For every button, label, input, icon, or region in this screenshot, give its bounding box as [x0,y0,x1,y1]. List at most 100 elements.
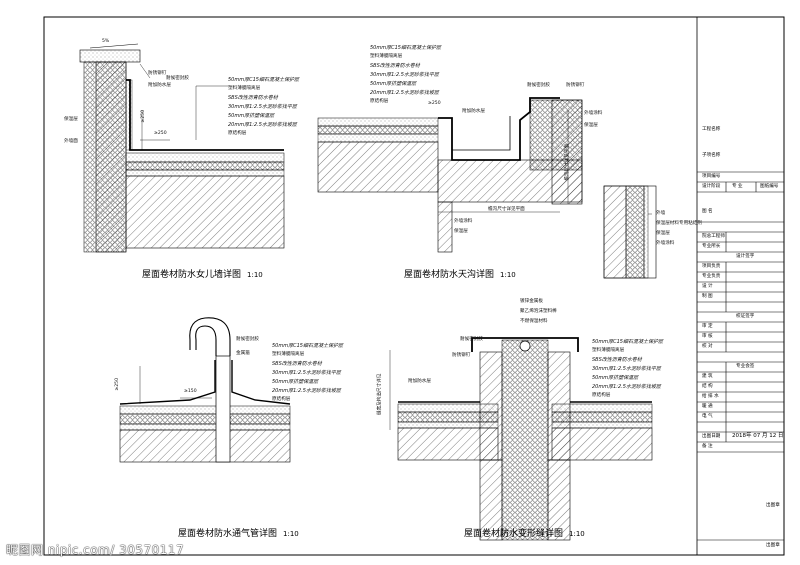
wall-label: 外墙涂料 [656,241,675,246]
slope-label: 5% [102,39,110,44]
left-label: 保温层 [64,117,78,122]
layer-label: 50mm厚C15细石混凝土保护层 [370,45,441,51]
callout: 防锈铆钉 [566,83,585,88]
layer-label: 原结构层 [228,131,247,136]
layer-label: 50mm厚挤塑保温层 [592,375,639,381]
wall-label: 外墙 [656,211,666,216]
tb-electrical: 电 气 [702,414,713,419]
title-block [697,171,784,541]
parapet-detail [79,43,285,253]
tb-check-sign: 校证签字 [736,314,755,319]
tb-drawing-name: 图 名 [702,209,713,214]
layer-label: 30mm厚1:2.5水泥砂浆找平层 [272,370,341,376]
callout: 防锈铆钉 [148,71,167,76]
layer-label: 50mm厚C15细石混凝土保护层 [592,339,663,345]
tb-architecture: 建 筑 [702,374,713,379]
left-label: 外墙面 [64,139,78,144]
layer-label: 塑料薄膜隔离层 [370,54,403,59]
layer-label: 50mm厚C15细石混凝土保护层 [228,77,299,83]
tb-stamp2: 出图章 [766,543,780,548]
side-label: 缝宽及构造尺寸详见 [377,373,383,415]
layer-label: 30mm厚1:2.5水泥砂浆找平层 [592,366,661,372]
layer-label: 50mm厚C15细石混凝土保护层 [272,343,343,349]
callout: 耐候密封胶 [460,337,483,342]
tb-proof: 校 对 [702,344,713,349]
tb-review: 审 核 [702,334,713,339]
bottom-label: 外墙涂料 [454,219,473,224]
layer-label: 30mm厚1:2.5水泥砂浆找平层 [228,104,297,110]
layer-label: 塑料薄膜隔离层 [592,348,625,353]
layer-label: 塑料薄膜隔离层 [272,352,305,357]
layer-label: 20mm厚1:2.5水泥砂浆找坡层 [228,122,297,128]
wall-label: 保温层材料专用粘结剂 [656,221,702,226]
callout: 不燃保温材料 [520,319,548,324]
tb-design-phase: 设计阶段 [702,184,721,189]
tb-issue-date-label: 出图日期 [702,434,721,439]
callout: 附加防水层 [462,109,485,114]
right-label: 外墙涂料 [584,111,603,116]
tb-draft: 制 图 [702,294,713,299]
layer-label: 30mm厚1:2.5水泥砂浆找平层 [370,72,439,78]
tb-plumbing: 给 排 水 [702,394,719,399]
callout: 耐候密封胶 [236,337,259,342]
callout: 附加防水层 [148,83,171,88]
tb-drawing-no: 图纸编号 [760,184,779,189]
dim-label: 檐沟尺寸详见平面 [488,207,525,212]
dim-label: ≥250 [141,109,147,123]
layer-label: 原结构层 [592,393,611,398]
vent-detail [119,317,291,463]
tb-discipline: 专 业 [732,184,743,189]
right-label: 保温层 [584,123,598,128]
joint-detail [389,337,653,541]
tb-project-lead: 项目负责 [702,264,721,269]
tb-issue-date: 2018年 07 月 12 日 [732,433,784,439]
tb-hvac: 暖 通 [702,404,713,409]
tb-specialist: 专业所长 [702,244,721,249]
tb-project-name: 工程名称 [702,127,721,132]
watermark: 昵图网 nipic.com/ 30570117 [6,543,185,557]
layer-label: SBS改性沥青防水卷材 [592,357,642,363]
tb-chief-engineer: 院总工程师 [702,234,725,239]
layer-label: 原结构层 [272,397,291,402]
layer-label: SBS改性沥青防水卷材 [228,95,278,101]
tb-remarks: 备 注 [702,444,713,449]
callout: 耐候密封胶 [166,76,189,81]
tb-discipline-lead: 专业负责 [702,274,721,279]
callout: 聚乙烯泡沫塑料棒 [520,309,557,314]
callout: 防锈铆钉 [452,353,471,358]
tb-design-sign: 设计签字 [736,254,755,259]
tb-coop-sign: 专业会签 [736,364,755,369]
sheet-border [43,16,785,556]
layer-label: 原结构层 [370,99,389,104]
tb-project-no: 项目编号 [702,174,721,179]
callout: 附加防水层 [408,379,431,384]
dim-label: ≥250 [154,131,167,136]
dim-label: ≥150 [184,389,197,394]
wall-label: 保温层 [656,231,670,236]
callout: 耐候密封胶 [527,83,550,88]
layer-label: 50mm厚挤塑保温层 [228,113,275,119]
tb-structure: 结 构 [702,384,713,389]
callout: 镀锌金属板 [520,299,543,304]
layer-label: 塑料薄膜隔离层 [228,86,261,91]
dim-label: ≥250 [428,101,441,106]
layer-label: 20mm厚1:2.5水泥砂浆找坡层 [370,90,439,96]
callout: 金属箍 [236,351,250,356]
layer-label: 20mm厚1:2.5水泥砂浆找坡层 [272,388,341,394]
layer-label: 50mm厚挤塑保温层 [272,379,319,385]
layer-label: 20mm厚1:2.5水泥砂浆找坡层 [592,384,661,390]
tb-approve: 审 定 [702,324,713,329]
bottom-label: 保温层 [454,229,468,234]
dim-label: ≥250 [115,377,121,391]
tb-design: 设 计 [702,284,713,289]
gutter-detail [317,97,657,279]
layer-label: SBS改性沥青防水卷材 [272,361,322,367]
layer-label: 50mm厚挤塑保温层 [370,81,417,87]
tb-stamp1: 出图章 [766,503,780,508]
dim-label: 檐沟尺寸详见平面 [565,143,571,181]
